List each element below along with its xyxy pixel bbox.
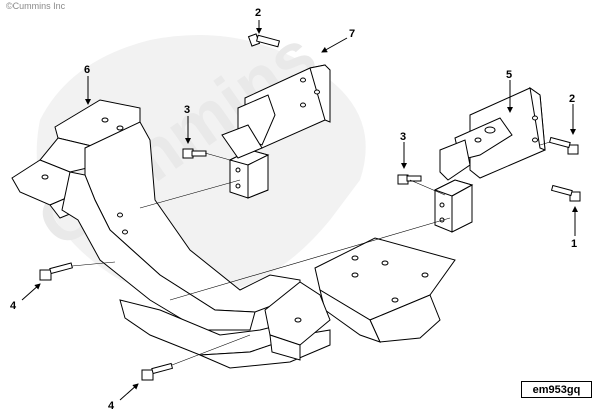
diagram-code-label: em953gq: [521, 381, 592, 398]
callout-leaders: [21, 20, 578, 401]
bolt-left-upper: [39, 262, 73, 281]
callout-bolt-left-lower: 4: [108, 400, 115, 412]
bracket-5: [433, 86, 546, 233]
bolt-left-lower: [141, 362, 174, 381]
callout-washer-right: 3: [400, 131, 406, 143]
support-crossmember: [11, 99, 456, 369]
bolt-top: [247, 33, 281, 48]
callout-washer-left: 3: [184, 104, 190, 116]
callout-bolt-top: 2: [255, 7, 261, 19]
callout-bolt-right-lower: 1: [571, 238, 577, 250]
callout-bolt-left-upper: 4: [10, 300, 17, 312]
callout-bracket-top: 7: [349, 28, 355, 40]
callout-bolt-right-upper: 2: [569, 93, 575, 105]
washer-right: [397, 174, 422, 185]
bolt-right-lower: [550, 184, 581, 202]
bolt-right-upper: [548, 136, 579, 155]
assembly-lines: [71, 141, 551, 366]
copyright-text: ©Cummins Inc: [6, 1, 66, 11]
callout-bracket-right: 5: [506, 69, 512, 81]
callout-support-left: 6: [84, 64, 90, 76]
bracket-7: [221, 64, 331, 199]
